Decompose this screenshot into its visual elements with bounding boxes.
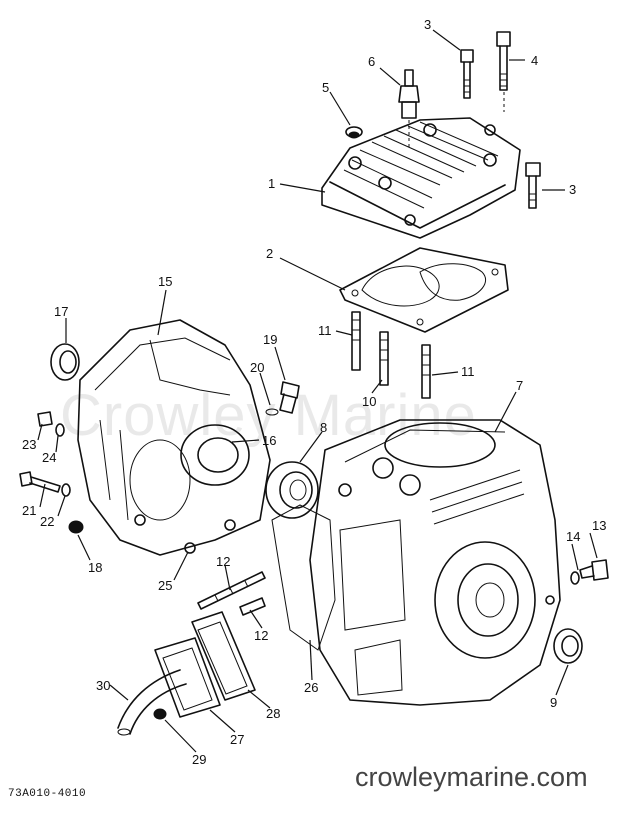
watermark-text: Crowley Marine xyxy=(60,383,477,448)
dowel-12 xyxy=(239,597,266,616)
callout-21: 20 xyxy=(250,360,264,375)
callout-2: 2 xyxy=(266,246,273,261)
head-gasket xyxy=(339,247,509,333)
callout-6: 6 xyxy=(368,54,375,69)
callout-27: 26 xyxy=(304,680,318,695)
callout-9: 9 xyxy=(550,695,557,710)
callout-5: 5 xyxy=(322,80,329,95)
callout-30: 29 xyxy=(192,752,206,767)
callout-12: 12 xyxy=(254,628,268,643)
breather-cover-29 xyxy=(191,611,256,701)
plug-26 xyxy=(184,542,196,554)
callout-13: 12 xyxy=(216,554,230,569)
callout-3b: 3 xyxy=(569,182,576,197)
callout-18: 17 xyxy=(54,304,68,319)
plug-19 xyxy=(68,520,84,534)
bolt-24 xyxy=(37,411,53,427)
site-name: crowleymarine.com xyxy=(355,762,588,792)
callout-7: 7 xyxy=(516,378,523,393)
stud-bolts xyxy=(351,311,431,399)
cap-nut-5 xyxy=(345,126,363,139)
callout-10: 10 xyxy=(362,394,376,409)
callout-20: 19 xyxy=(263,332,277,347)
callout-3a: 3 xyxy=(424,17,431,32)
oil-seal-18 xyxy=(50,343,80,381)
bolt-22 xyxy=(19,471,61,493)
washer-15 xyxy=(570,571,580,585)
callout-14: 13 xyxy=(592,518,606,533)
head-bolt-3-right xyxy=(525,162,541,209)
drain-plug-20 xyxy=(265,381,300,416)
gasket-27 xyxy=(271,504,336,651)
oil-seal-9 xyxy=(553,628,583,664)
bolt-14 xyxy=(579,559,609,581)
callout-4: 4 xyxy=(531,53,538,68)
washer-25 xyxy=(55,423,65,437)
callout-29: 28 xyxy=(266,706,280,721)
callout-11b: 11 xyxy=(461,364,475,379)
head-bolt-4 xyxy=(496,31,511,112)
callout-31: 30 xyxy=(96,678,110,693)
callout-25: 24 xyxy=(42,450,56,465)
callout-23: 22 xyxy=(40,514,54,529)
crankcase-cover xyxy=(77,319,271,556)
callout-24: 23 xyxy=(22,437,36,452)
stud-13 xyxy=(197,571,266,610)
callout-19: 18 xyxy=(88,560,102,575)
callout-11a: 11 xyxy=(318,323,332,338)
callout-15: 14 xyxy=(566,529,580,544)
callout-26: 25 xyxy=(158,578,172,593)
callout-numbers: 3 4 3 6 5 1 2 11 10 11 7 8 9 13 14 15 16… xyxy=(22,17,606,767)
bolt-30 xyxy=(153,708,167,720)
diagram-code: 73A010-4010 xyxy=(8,788,87,800)
spark-plug xyxy=(398,69,420,150)
bearing-8 xyxy=(265,461,319,519)
breather-hose-31 xyxy=(117,669,187,736)
callout-17: 16 xyxy=(262,433,276,448)
crankcase xyxy=(309,419,561,706)
callout-1: 1 xyxy=(268,176,275,191)
callout-16: 15 xyxy=(158,274,172,289)
leader-lines xyxy=(37,29,598,753)
callout-28: 27 xyxy=(230,732,244,747)
breather-plate-28 xyxy=(154,637,221,718)
head-bolt-3-top xyxy=(460,49,474,99)
callout-22: 21 xyxy=(22,503,36,518)
washer-23 xyxy=(61,483,71,497)
callout-8: 8 xyxy=(320,420,327,435)
cylinder-head xyxy=(321,117,521,239)
